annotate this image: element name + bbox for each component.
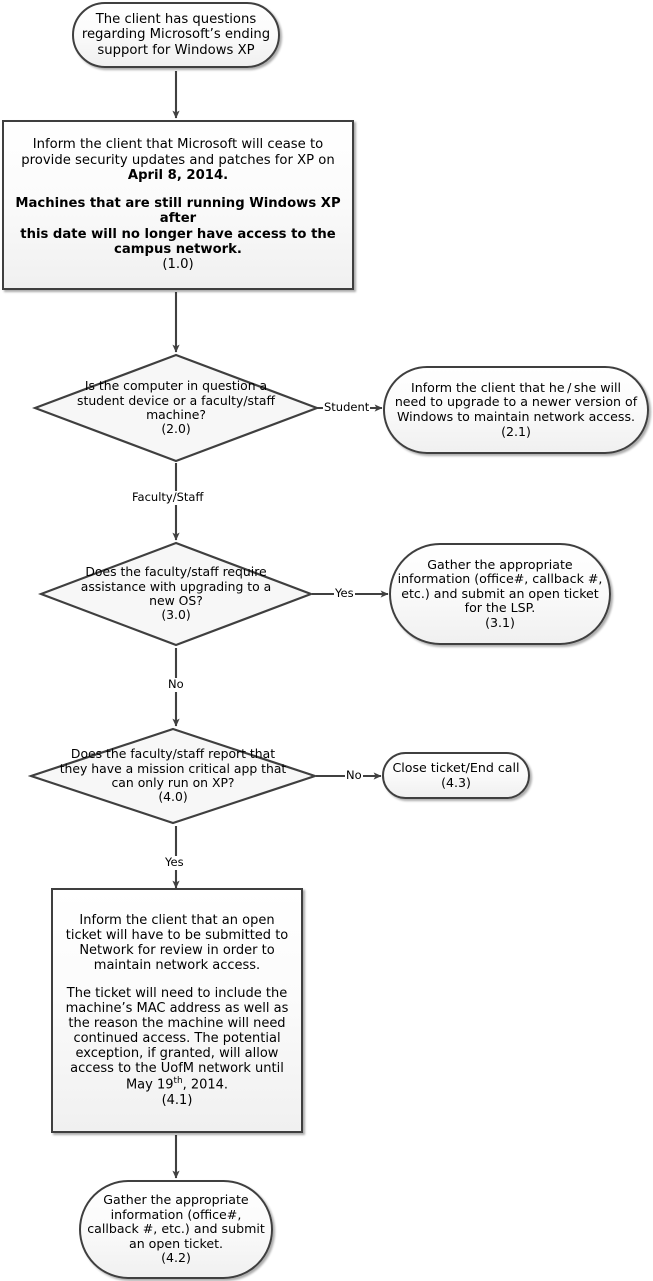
node-4-1-b2-line-3: the reason the machine will need [68,1016,286,1031]
node-2-1-line-1: Inform the client that he / she will [411,379,621,395]
node-4-0-line-3: can only run on XP? [111,775,235,790]
node-2-1-line-3: Windows to maintain network access. [396,409,636,424]
node-2-0-ref: (2.0) [161,421,191,437]
node-start-line-2: regarding Microsoft’s ending [81,27,271,43]
node-3-1-line-3: etc.) and submit an open ticket [401,585,599,601]
edge-label-student: Student [323,400,371,415]
node-1-0-ref: (1.0) [162,257,194,273]
node-4-2-line-3: callback #, etc.) and submit [87,1221,265,1237]
node-2-1-line-2: need to upgrade to a newer version of [394,394,638,410]
node-3-1[interactable]: Gather the appropriate information (offi… [389,543,611,645]
node-4-1-line-1: Inform the client that an open [79,913,275,929]
node-3-1-line-4: for the LSP. [464,600,536,616]
node-4-3-ref: (4.3) [441,774,471,790]
node-4-0-line-2: they have a mission critical app that [59,760,287,776]
node-3-0-line-2: assistance with upgrading to a [80,578,272,594]
node-2-1[interactable]: Inform the client that he / she will nee… [383,366,649,454]
node-3-1-line-1: Gather the appropriate [427,556,573,572]
node-1-0-date: April 8, 2014. [127,168,229,184]
node-3-1-ref: (3.1) [485,614,515,630]
node-1-0-warn-line-1: Machines that are still running Windows … [15,195,341,227]
edge-label-yes-4: Yes [164,855,185,870]
edge-label-faculty-staff: Faculty/Staff [131,490,205,505]
node-2-0-line-1: Is the computer in question a [84,378,268,394]
node-2-0-line-3: machine? [146,407,206,422]
node-2-0-line-2: student device or a faculty/staff [77,392,275,408]
spacer [10,183,346,196]
node-4-1-line-3: Network for review in order to [79,943,275,959]
edge-label-no-3: No [167,677,185,692]
node-4-1-date-ordinal: th [173,1076,183,1087]
diamond-shape-4-0 [28,727,318,825]
node-4-1-line-4: maintain network access. [93,958,261,974]
node-4-2-line-4: an open ticket. [128,1235,224,1251]
node-4-2-line-2: information (office#, [110,1206,242,1222]
node-start[interactable]: The client has questions regarding Micro… [72,2,280,68]
node-4-1-b2-line-5: exception, if granted, will allow [75,1046,279,1062]
node-1-0[interactable]: Inform the client that Microsoft will ce… [2,120,354,290]
node-start-line-1: The client has questions [95,12,257,28]
node-4-2[interactable]: Gather the appropriate information (offi… [79,1180,273,1279]
node-start-line-3: support for Windows XP [97,42,255,58]
spacer [59,974,295,986]
node-4-1[interactable]: Inform the client that an open ticket wi… [51,888,303,1133]
node-4-3[interactable]: Close ticket/End call (4.3) [382,752,530,799]
node-1-0-line-2: provide security updates and patches for… [21,152,335,168]
node-4-1-b2-line-6: access to the UofM network until [70,1061,284,1077]
node-4-0[interactable]: Does the faculty/staff report that they … [28,726,318,826]
node-4-1-date-post: , 2014. [182,1077,229,1093]
node-4-3-line-1: Close ticket/End call [392,759,520,775]
node-4-0-line-1: Does the faculty/staff report that [70,746,276,762]
node-4-1-b2-line-2: machine’s MAC address as well as [65,1000,289,1016]
node-3-0-ref: (3.0) [161,607,191,623]
diamond-shape-2-0 [32,353,320,463]
node-4-2-line-1: Gather the appropriate [103,1192,249,1208]
node-4-1-date-pre: May 19 [125,1077,174,1093]
node-3-0[interactable]: Does the faculty/staff require assistanc… [38,540,314,648]
node-4-1-b2-line-4: continued access. The potential [73,1031,281,1047]
node-1-0-line-1: Inform the client that Microsoft will ce… [32,137,324,153]
node-4-0-ref: (4.0) [158,789,188,805]
node-1-0-warn-line-3: campus network. [114,241,242,257]
node-4-1-ref: (4.1) [161,1092,193,1108]
node-4-2-ref: (4.2) [161,1250,191,1266]
node-2-0[interactable]: Is the computer in question a student de… [32,352,320,464]
node-3-1-line-2: information (office#, callback #, [397,571,603,587]
node-4-1-line-2: ticket will have to be submitted to [65,928,289,944]
node-4-1-b2-line-1: The ticket will need to include the [66,985,288,1001]
node-2-1-ref: (2.1) [501,423,531,439]
edge-label-no-4: No [345,768,363,783]
edge-label-yes-3: Yes [334,586,355,601]
node-1-0-warn-line-2: this date will no longer have access to … [20,226,336,242]
diamond-shape-3-0 [38,541,314,647]
node-3-0-line-3: new OS? [149,593,203,608]
node-3-0-line-1: Does the faculty/staff require [85,564,267,580]
